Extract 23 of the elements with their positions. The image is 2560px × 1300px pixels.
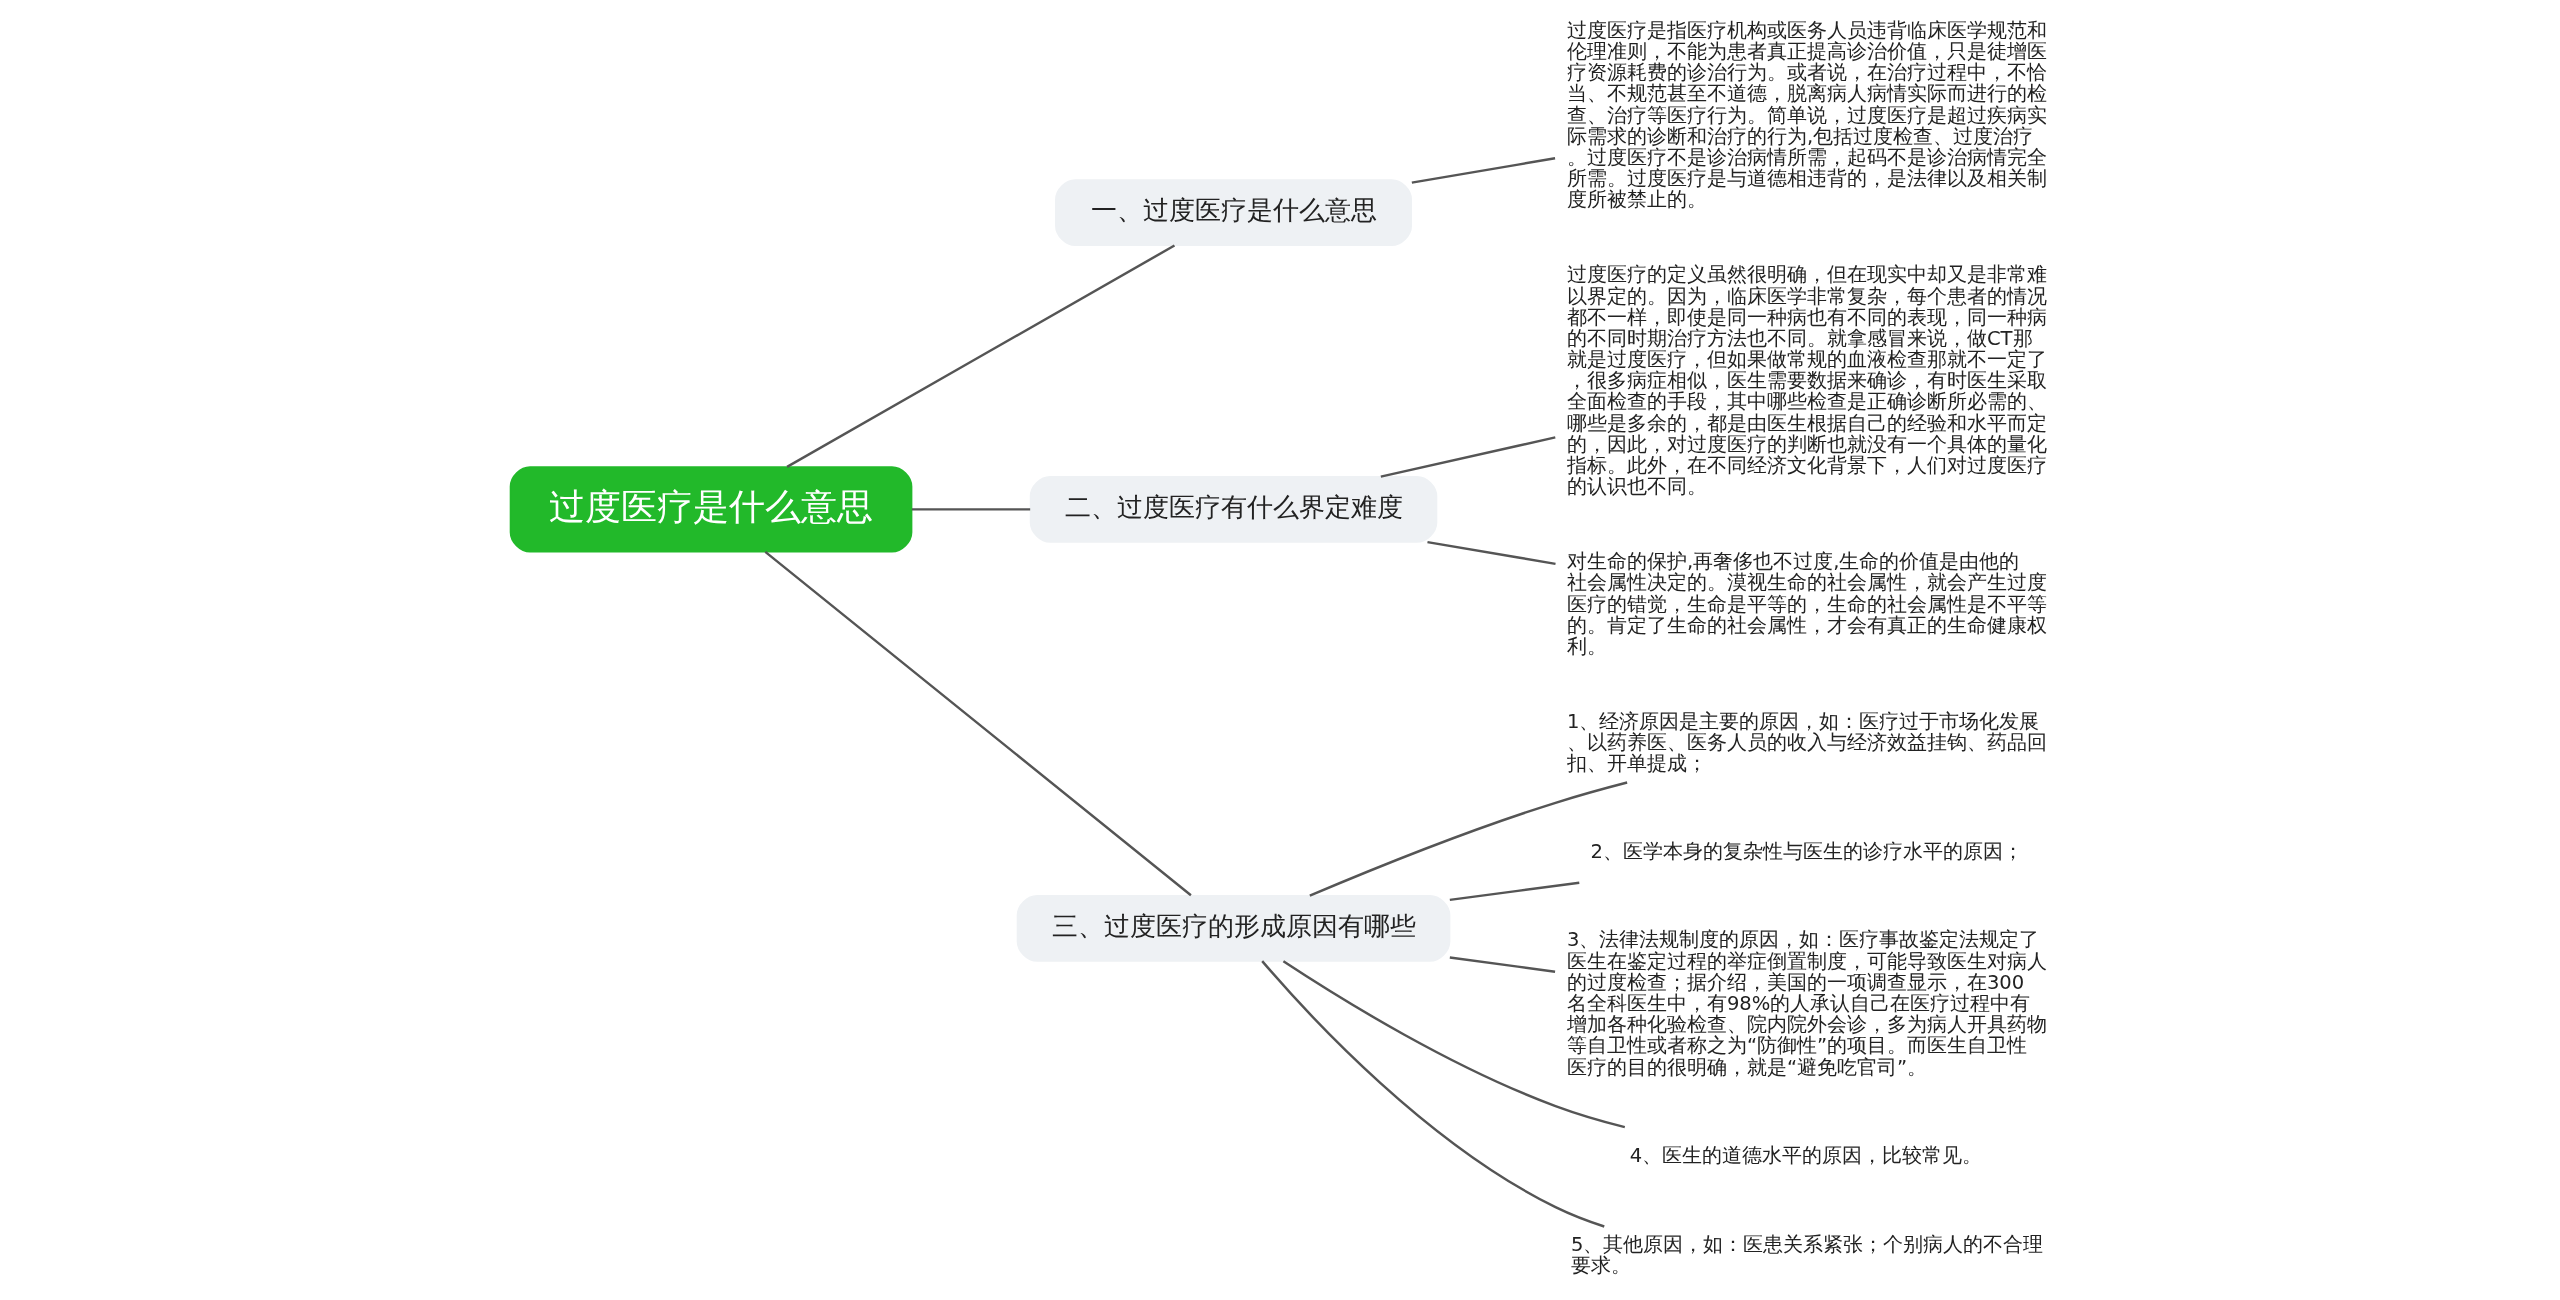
node-text: 过度医疗的定义虽然很明确，但在现实中却又是非常难以界定的。因为，临床医学非常复杂，每个患者的情况都不一样，即使是同一种病也有不同的表现，同一种病的不同时期治疗方法也不同。就拿感冒来说，做CT那就是过度医疗，但如果做常规的血液检查那就不一定了，很多病症相似，医生需要数据来确诊，有时医生采取全面检查的手段，其中哪些检查是正确诊断所必需的、哪些是多余的，都是由医生根据自己的经验和水平而定的，因此，对过度医疗的判断也就没有一个具体的量化指标。此外，在不同经济文化背景下，人们对过度医疗的认识也不同。	[1566, 263, 2047, 499]
node-text: 3、法律法规制度的原因，如：医疗事故鉴定法规定了医生在鉴定过程的举症倒置制度，可能导致医生对病人的过度检查；据介绍，美国的一项调查显示，在300名全科医生中，有98%的人承认自己在医疗过程中有增加各种化验检查、院内院外会诊，多为病人开具药物等自卫性或者称之为“防御性”的项目。而医生自卫性医疗的目的很明确，就是“避免吃官司”。	[1566, 928, 2047, 1079]
connector	[764, 550, 1192, 897]
connector	[1449, 881, 1580, 902]
node-box: 三、过度医疗的形成原因有哪些	[1016, 894, 1451, 962]
node-text: 5、其他原因，如：医患关系紧张；个别病人的不合理要求。	[1571, 1232, 2044, 1277]
connector	[786, 244, 1176, 468]
connector	[1309, 781, 1628, 897]
connector	[911, 508, 1031, 511]
connector	[1411, 157, 1556, 184]
connector	[1427, 540, 1556, 566]
node-text: 对生命的保护,再奢侈也不过度,生命的价值是由他的社会属性决定的。漠视生命的社会属性，就会产生过度医疗的错觉，生命是平等的，生命的社会属性是不平等的。肯定了生命的社会属性，才会有真正的生命健康权利。	[1566, 550, 2047, 659]
node-text: 过度医疗是指医疗机构或医务人员违背临床医学规范和伦理准则，不能为患者真正提高诊治价值，只是徒增医疗资源耗费的诊治行为。或者说，在治疗过程中，不恰当、不规范甚至不道德，脱离病人病情实际而进行的检查、治疗等医疗行为。简单说，过度医疗是超过疾病实际需求的诊断和治疗的行为,包括过度检查、过度治疗。过度医疗不是诊治病情所需，起码不是诊治病情完全所需。过度医疗是与道德相违背的，是法律以及相关制度所被禁止的。	[1566, 18, 2047, 212]
connector	[1261, 960, 1605, 1228]
connector	[1449, 956, 1556, 973]
node-box: 二、过度医疗有什么界定难度	[1029, 475, 1438, 543]
node-text: 4、医生的道德水平的原因，比较常见。	[1629, 1143, 1983, 1167]
node-text: 2、医学本身的复杂性与医生的诊疗水平的原因；	[1590, 840, 2023, 864]
connector	[1282, 960, 1626, 1129]
node-text: 1、经济原因是主要的原因，如：医疗过于市场化发展、以药养医、医务人员的收入与经济效益挂钩、药品回扣、开单提成；	[1566, 710, 2047, 776]
node-box: 过度医疗是什么意思	[509, 466, 913, 553]
node-box: 一、过度医疗是什么意思	[1055, 179, 1413, 247]
connector	[1380, 436, 1556, 478]
